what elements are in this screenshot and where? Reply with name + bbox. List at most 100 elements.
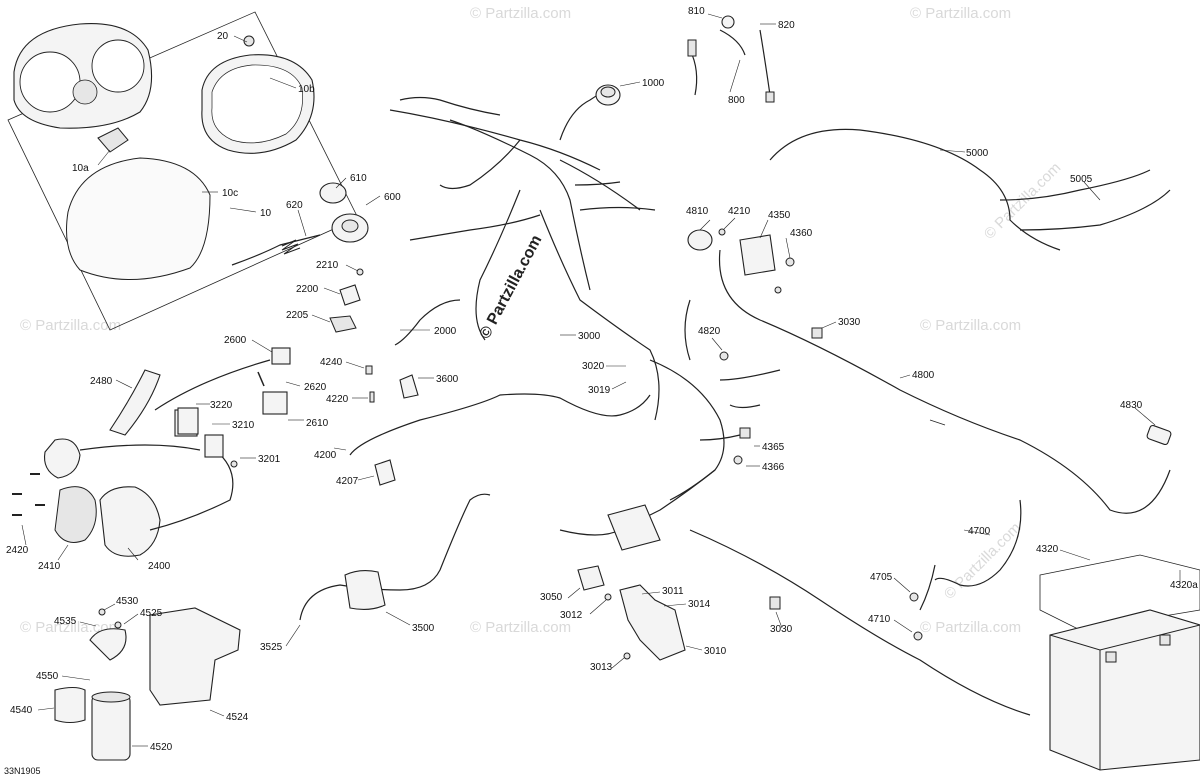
connector-3220	[177, 407, 199, 435]
nut-4820	[719, 351, 729, 361]
callout-label: 4366	[762, 462, 785, 473]
callout-label: 10a	[72, 163, 89, 174]
tachometer-dial	[19, 51, 81, 113]
callout-label: 3600	[436, 374, 459, 385]
ignition-switch-1000	[595, 84, 621, 106]
clip-4365	[739, 427, 751, 439]
callout-label: 3525	[260, 642, 283, 653]
battery	[1049, 609, 1200, 771]
callout-label: 3500	[412, 623, 435, 634]
harness-4200	[349, 393, 651, 456]
battery-group	[1039, 554, 1200, 771]
callout-label: 4200	[314, 450, 337, 461]
sensor-group-800	[687, 15, 775, 103]
relay-2600-group	[154, 347, 291, 415]
washer-4366	[733, 455, 743, 465]
clip-3030-lower	[769, 596, 781, 610]
callout-label: 5005	[1070, 174, 1093, 185]
callout-label: 4365	[762, 442, 785, 453]
callout-label: 4320	[1036, 544, 1059, 555]
leader-lines	[21, 13, 1181, 747]
callout-label: 4535	[54, 616, 77, 627]
connector-4830	[1146, 424, 1172, 446]
sensor-4350-group	[687, 228, 795, 294]
watermark: © Partzilla.com	[470, 5, 571, 22]
center-watermark: © Partzilla.com	[477, 232, 546, 341]
callout-label: 4530	[116, 596, 139, 607]
callout-label: 4525	[140, 608, 163, 619]
harness-4700	[934, 499, 1022, 587]
harness-3500-wire	[299, 493, 491, 621]
callout-label: 4800	[912, 370, 935, 381]
instrument-cluster-group	[7, 11, 359, 331]
battery-terminal	[1105, 651, 1117, 663]
bezel-inner	[211, 64, 303, 144]
callout-label: 2610	[306, 418, 329, 429]
cable-620	[231, 234, 321, 266]
display-screen	[72, 79, 98, 105]
callout-label: 3012	[560, 610, 583, 621]
switch-610-600	[319, 182, 369, 243]
washer-4710	[913, 631, 923, 641]
callout-label: 2200	[296, 284, 319, 295]
screw-3201	[230, 460, 238, 468]
callout-label: 10b	[298, 84, 315, 95]
clip-3030	[811, 327, 823, 339]
callout-label: 810	[688, 6, 705, 17]
callout-label: 3050	[540, 592, 563, 603]
callout-label: 2600	[224, 335, 247, 346]
callout-label: 4524	[226, 712, 249, 723]
watermark: © Partzilla.com	[920, 619, 1021, 636]
callout-label: 620	[286, 200, 303, 211]
callout-label: 2000	[434, 326, 457, 337]
watermark: © Partzilla.com	[470, 619, 571, 636]
callout-label: 3210	[232, 420, 255, 431]
callout-label: 610	[350, 173, 367, 184]
diagram-code: 33N1905	[4, 766, 41, 776]
clip-4220	[369, 391, 375, 403]
nut-4705	[909, 592, 919, 602]
callout-label: 4810	[686, 206, 709, 217]
callout-label: 2420	[6, 545, 29, 556]
harness-4800	[718, 249, 1171, 514]
speedometer-dial	[91, 39, 145, 93]
callout-label: 20	[217, 31, 229, 42]
watermark: © Partzilla.com	[910, 5, 1011, 22]
callout-label: 4550	[36, 671, 59, 682]
callout-label: 3019	[588, 385, 611, 396]
lens-10c	[66, 157, 211, 281]
callout-label: 2620	[304, 382, 327, 393]
switch-housing-2400	[43, 409, 234, 557]
clip-3600	[399, 374, 419, 399]
callout-label: 3030	[838, 317, 861, 328]
callout-label: 4520	[150, 742, 173, 753]
callout-label: 3013	[590, 662, 613, 673]
callout-label: 3220	[210, 400, 233, 411]
watermark: © Partzilla.com	[920, 317, 1021, 334]
nut-20	[243, 35, 255, 47]
harness-5000	[769, 128, 1061, 251]
clip-4240	[365, 365, 373, 375]
callout-label: 2400	[148, 561, 171, 572]
callout-label: 2205	[286, 310, 309, 321]
callout-label: 4350	[768, 210, 791, 221]
main-harness	[389, 87, 781, 501]
callout-label: 600	[384, 192, 401, 203]
callout-label: 4705	[870, 572, 893, 583]
watermarks: © Partzilla.com © Partzilla.com © Partzi…	[20, 5, 1064, 636]
callout-label: 4360	[790, 228, 813, 239]
callout-label: 2480	[90, 376, 113, 387]
watermark: © Partzilla.com	[20, 317, 121, 334]
callout-label: 4710	[868, 614, 891, 625]
callout-label: 2210	[316, 260, 339, 271]
bracket-3010-group	[577, 565, 686, 661]
callout-label: 3010	[704, 646, 727, 657]
clip-4207	[374, 459, 396, 486]
callout-label: 4830	[1120, 400, 1143, 411]
hose-2480	[109, 369, 161, 436]
callout-label: 3014	[688, 599, 711, 610]
callout-label: 2410	[38, 561, 61, 572]
screws-2420	[12, 473, 45, 516]
callout-label: 3011	[662, 586, 684, 597]
